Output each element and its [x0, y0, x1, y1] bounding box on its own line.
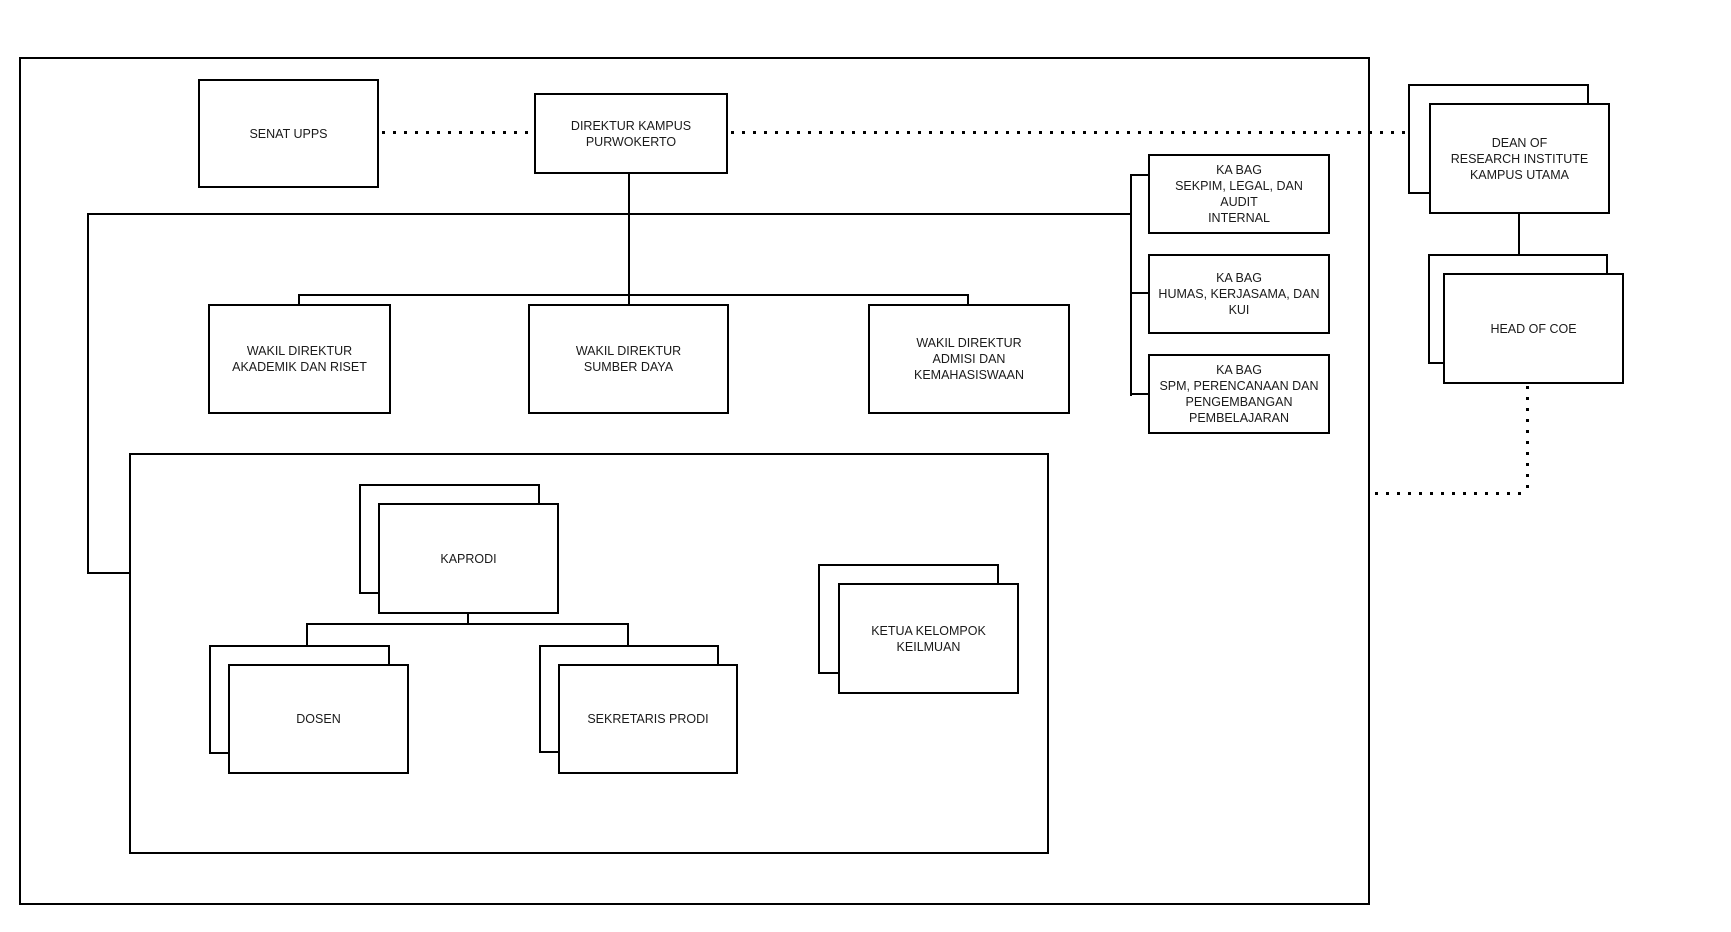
prodi-group-rect [129, 453, 1049, 854]
connector-sekretaris-stub [627, 623, 629, 645]
node-label: KETUA KELOMPOK KEILMUAN [871, 623, 986, 654]
node-label: DIREKTUR KAMPUS PURWOKERTO [570, 118, 692, 149]
node-kaprodi: KAPRODI [378, 503, 559, 614]
node-wakil-direktur-admisi: WAKIL DIREKTUR ADMISI DAN KEMAHASISWAAN [868, 304, 1070, 414]
connector-direktur-trunk [628, 173, 630, 304]
outer-boundary-rect [19, 57, 1370, 905]
node-dean-research: DEAN OF RESEARCH INSTITUTE KAMPUS UTAMA [1429, 103, 1610, 214]
node-wakil-direktur-sumber-daya: WAKIL DIREKTUR SUMBER DAYA [528, 304, 729, 414]
dotted-line-senat-direktur [382, 131, 532, 134]
node-label: WAKIL DIREKTUR AKADEMIK DAN RISET [232, 344, 367, 374]
node-label: WAKIL DIREKTUR ADMISI DAN KEMAHASISWAAN [914, 336, 1024, 382]
node-label: DEAN OF RESEARCH INSTITUTE KAMPUS UTAMA [1450, 135, 1589, 182]
connector-dean-to-coe [1518, 214, 1520, 255]
node-label: KA BAG SEKPIM, LEGAL, DAN AUDIT INTERNAL [1175, 163, 1303, 225]
node-kabag-sekpim: KA BAG SEKPIM, LEGAL, DAN AUDIT INTERNAL [1148, 154, 1330, 234]
connector-wakil-admisi-stub [967, 294, 969, 305]
node-label: SENAT UPPS [249, 126, 328, 141]
node-ketua-kelompok-keilmuan: KETUA KELOMPOK KEILMUAN [838, 583, 1019, 694]
node-senat-upps: SENAT UPPS [198, 79, 379, 188]
connector-kaprodi-stub [467, 613, 469, 624]
connector-kabag-spm-stub [1130, 393, 1150, 395]
node-label: HEAD OF COE [1490, 321, 1577, 336]
connector-kabag-feed-line [87, 213, 1132, 215]
connector-prodi-bracket [306, 623, 629, 625]
connector-wakil-bracket [298, 294, 969, 296]
connector-wakil-akademik-stub [298, 294, 300, 305]
connector-left-vertical [87, 213, 89, 574]
node-label: WAKIL DIREKTUR SUMBER DAYA [575, 344, 682, 374]
node-label: DOSEN [296, 712, 341, 726]
node-label: KAPRODI [440, 551, 497, 566]
dotted-line-coe-descender [1526, 386, 1529, 494]
connector-dosen-stub [306, 623, 308, 646]
node-label: KA BAG SPM, PERENCANAAN DAN PENGEMBANGAN… [1159, 363, 1319, 425]
dotted-line-coe-to-boundary [1375, 492, 1529, 495]
connector-kabag-humas-stub [1130, 292, 1150, 294]
connector-kabag-sekpim-stub [1130, 174, 1150, 176]
node-label: SEKRETARIS PRODI [587, 712, 709, 726]
node-sekretaris-prodi: SEKRETARIS PRODI [558, 664, 738, 774]
connector-left-jog [87, 572, 131, 574]
node-kabag-spm: KA BAG SPM, PERENCANAAN DAN PENGEMBANGAN… [1148, 354, 1330, 434]
node-kabag-humas: KA BAG HUMAS, KERJASAMA, DAN KUI [1148, 254, 1330, 334]
dotted-line-direktur-dean [731, 131, 1406, 134]
node-wakil-direktur-akademik: WAKIL DIREKTUR AKADEMIK DAN RISET [208, 304, 391, 414]
node-head-of-coe: HEAD OF COE [1443, 273, 1624, 384]
connector-kabag-bracket [1130, 174, 1132, 396]
node-direktur-kampus: DIREKTUR KAMPUS PURWOKERTO [534, 93, 728, 174]
node-label: KA BAG HUMAS, KERJASAMA, DAN KUI [1158, 271, 1320, 317]
node-dosen: DOSEN [228, 664, 409, 774]
